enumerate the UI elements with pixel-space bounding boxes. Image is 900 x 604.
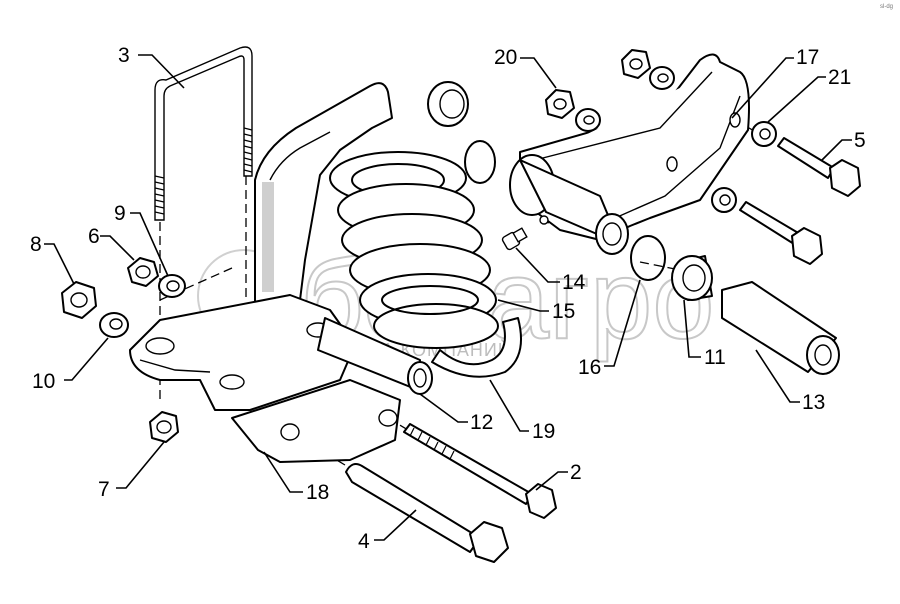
sleeve: [317, 317, 433, 395]
callout-labels: 3 20 17 21 5 9 8 6 14 15 16 11 13 10 12 …: [30, 44, 866, 553]
callout-13: 13: [802, 391, 825, 414]
washer-mid-right: [711, 187, 737, 213]
nut-6: [127, 257, 159, 287]
callout-16: 16: [578, 356, 601, 379]
callout-6: 6: [88, 225, 100, 248]
callout-12: 12: [470, 411, 493, 434]
nut-20b: [621, 49, 651, 79]
callout-9: 9: [114, 202, 126, 225]
nut-7: [149, 411, 179, 443]
leader-lines: [44, 54, 852, 541]
washer-9: [158, 274, 186, 298]
bushing-right: [671, 255, 713, 301]
callout-11: 11: [704, 346, 726, 369]
o-ring-top: [464, 140, 496, 184]
u-bolt: [154, 46, 253, 221]
callout-14: 14: [562, 271, 586, 294]
callout-17: 17: [796, 46, 819, 69]
washer-20a: [575, 108, 601, 132]
callout-5: 5: [854, 129, 866, 152]
callout-2: 2: [570, 461, 582, 484]
callout-8: 8: [30, 233, 42, 256]
bottom-plate: [231, 379, 401, 463]
spring-seat: [431, 317, 522, 378]
upper-arm: [509, 53, 750, 255]
washer-21: [751, 121, 777, 147]
washer-20b: [649, 66, 675, 90]
bracket-upper: [254, 82, 393, 311]
o-ring-right: [630, 235, 666, 281]
grease-nipple: [501, 227, 528, 251]
callout-21: 21: [828, 66, 851, 89]
coil-spring: [329, 151, 499, 349]
bolt-mid-right: [739, 201, 823, 265]
callout-10: 10: [32, 370, 55, 393]
nut-8: [61, 281, 97, 319]
bolt-4: [345, 463, 509, 563]
bolt-2: [403, 423, 557, 519]
nut-20a: [545, 89, 575, 119]
washer-10: [99, 312, 129, 338]
bushing-top: [427, 81, 469, 127]
callout-18: 18: [306, 481, 329, 504]
bracket-base-plate: [129, 294, 356, 411]
callout-7: 7: [98, 478, 110, 501]
callout-4: 4: [358, 530, 370, 553]
pin: [721, 281, 840, 375]
callout-20: 20: [494, 46, 517, 69]
callout-3: 3: [118, 44, 130, 67]
bolt-5: [777, 137, 861, 197]
callout-19: 19: [532, 420, 555, 443]
callout-15: 15: [552, 300, 575, 323]
corner-mark: sl-dg: [880, 4, 893, 10]
